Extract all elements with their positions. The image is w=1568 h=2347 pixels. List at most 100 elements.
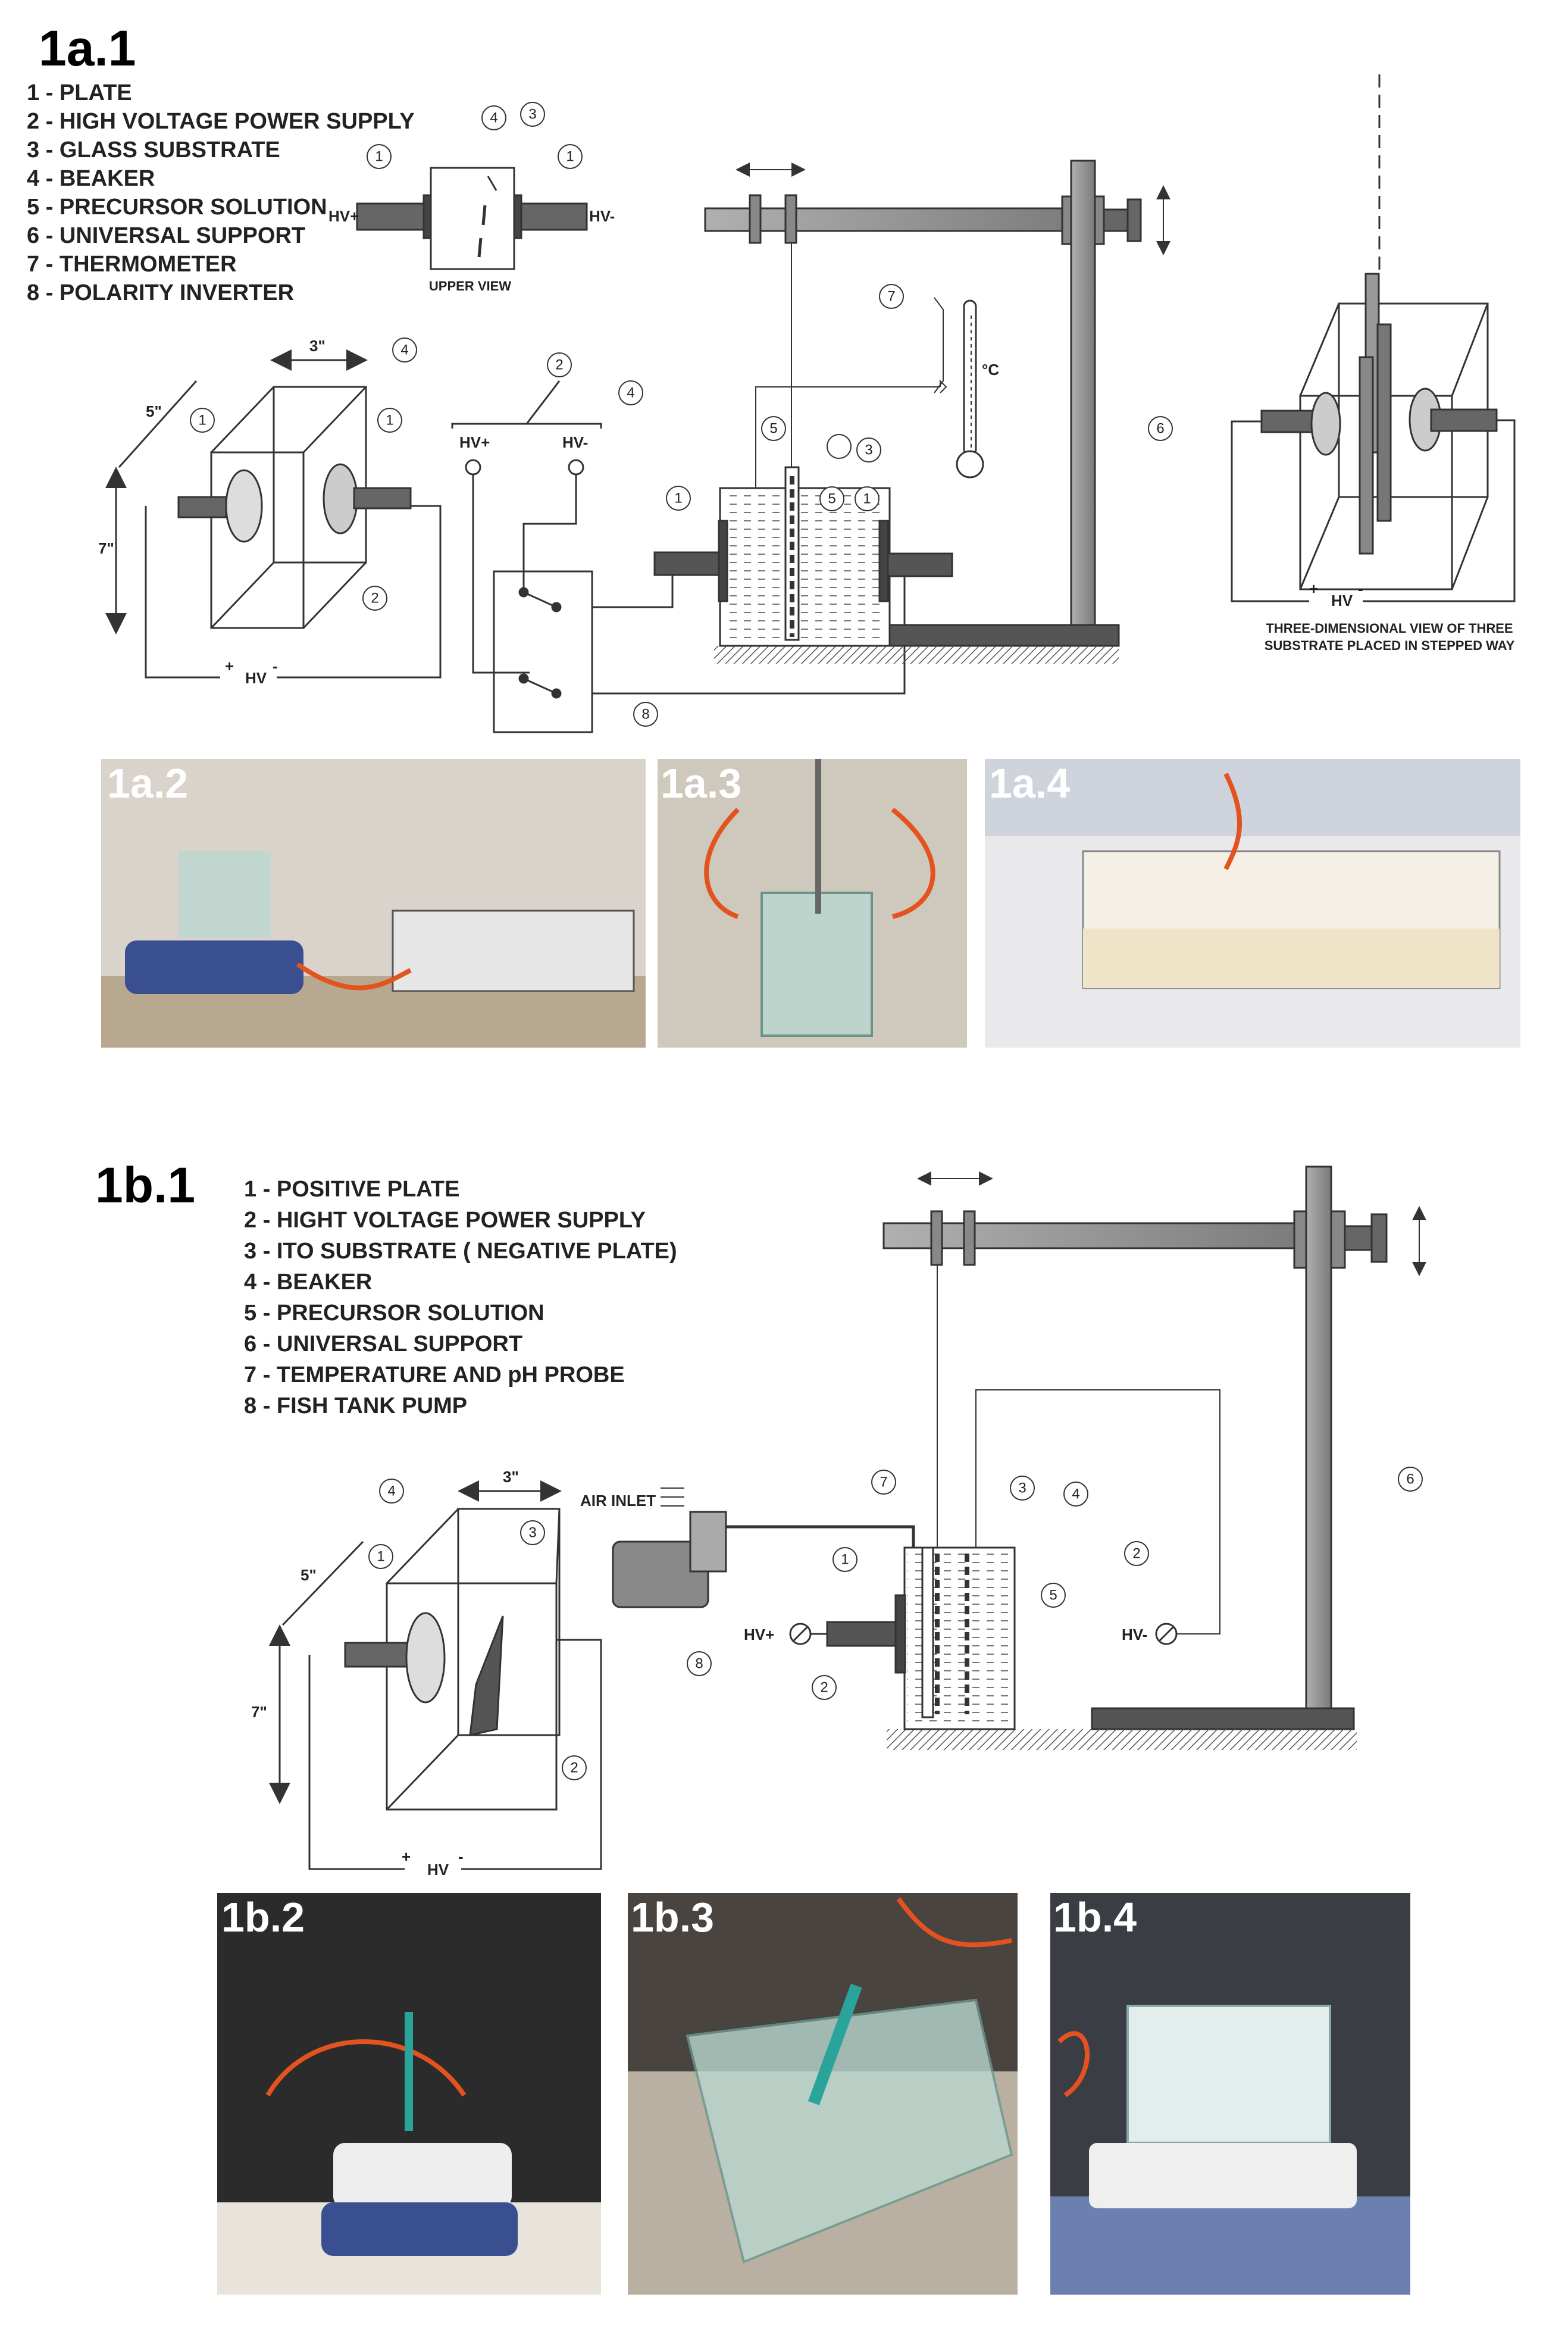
hv-minus-sign-1a: - [273, 657, 278, 675]
svg-text:6: 6 [1156, 421, 1164, 437]
callouts-1a [190, 102, 1173, 727]
svg-text:4: 4 [400, 342, 408, 358]
apparatus-1a [653, 160, 1170, 664]
svg-text:3: 3 [865, 442, 872, 458]
supply-hv-plus-1a: HV+ [459, 433, 490, 451]
photo-1b-2: 1b.2 [217, 1893, 601, 2295]
upper-view-diagram [356, 167, 588, 270]
apparatus-1b [826, 1165, 1426, 1750]
photo-1a-3: 1a.3 [658, 759, 967, 1048]
svg-text:3: 3 [528, 107, 536, 123]
svg-text:5: 5 [828, 491, 835, 507]
svg-text:1: 1 [375, 149, 383, 165]
svg-text:7: 7 [880, 1474, 887, 1490]
svg-text:3: 3 [1018, 1480, 1026, 1496]
section-1b-title: 1b.1 [95, 1157, 195, 1213]
supply-hv-plus-1b: HV+ [744, 1626, 774, 1643]
legend-1a-item-8: 8 - POLARITY INVERTER [27, 280, 294, 305]
svg-text:5: 5 [1049, 1587, 1057, 1604]
svg-text:1: 1 [566, 149, 574, 165]
photo-1b-3: 1b.3 [628, 1893, 1018, 2295]
svg-text:1: 1 [841, 1552, 849, 1568]
three-d-minus: - [1358, 580, 1363, 598]
callouts-1b [368, 1467, 1423, 1780]
legend-1b-item-1: 1 - POSITIVE PLATE [244, 1177, 459, 1202]
legend-1b-item-4: 4 - BEAKER [244, 1270, 372, 1295]
air-inlet-label: AIR INLET [580, 1492, 656, 1510]
svg-text:2: 2 [570, 1760, 578, 1776]
three-d-caption-line2: SUBSTRATE PLACED IN STEPPED WAY [1265, 638, 1515, 653]
svg-text:6: 6 [1406, 1471, 1414, 1487]
svg-text:2: 2 [371, 590, 378, 607]
photo-1b-2-label: 1b.2 [221, 1894, 305, 1940]
legend-1b-item-7: 7 - TEMPERATURE AND pH PROBE [244, 1362, 625, 1387]
legend-1b-item-5: 5 - PRECURSOR SOLUTION [244, 1301, 544, 1326]
supply-hv-minus-1a: HV- [562, 433, 588, 451]
photo-1b-3-label: 1b.3 [631, 1894, 714, 1940]
legend-1a-item-2: 2 - HIGH VOLTAGE POWER SUPPLY [27, 109, 415, 134]
photo-1a-2: 1a.2 [101, 759, 646, 1048]
dim-width-1a: 3" [309, 337, 326, 355]
hv-label-1b: HV [427, 1861, 449, 1879]
three-d-hv-label: HV [1331, 592, 1353, 610]
thermometer-unit: °C [982, 361, 999, 379]
photo-1b-4-label: 1b.4 [1053, 1894, 1137, 1940]
svg-text:1: 1 [863, 491, 871, 507]
svg-text:2: 2 [820, 1680, 828, 1696]
svg-text:4: 4 [627, 385, 634, 401]
hv-plus-sign-1a: + [225, 657, 234, 675]
svg-text:1: 1 [386, 412, 393, 429]
svg-text:7: 7 [887, 289, 895, 305]
legend-1b-item-3: 3 - ITO SUBSTRATE ( NEGATIVE PLATE) [244, 1239, 677, 1264]
section-1b: 1b.1 1 - POSITIVE PLATE 2 - HIGHT VOLTAG… [95, 1157, 1426, 2295]
legend-1b-item-6: 6 - UNIVERSAL SUPPORT [244, 1332, 522, 1357]
dim-height-1a: 7" [98, 539, 114, 557]
legend-1a-item-4: 4 - BEAKER [27, 166, 155, 191]
dim-depth-1b: 5" [301, 1566, 317, 1584]
svg-text:1: 1 [377, 1549, 384, 1565]
svg-text:3: 3 [528, 1525, 536, 1541]
three-d-plus: + [1309, 580, 1318, 598]
upper-view-hv-minus: HV- [589, 207, 615, 225]
polarity-inverter-diagram [451, 380, 906, 733]
dim-width-1b: 3" [503, 1468, 519, 1486]
photo-1b-4: 1b.4 [1050, 1893, 1410, 2295]
photo-1a-2-label: 1a.2 [107, 760, 188, 807]
section-1a-title: 1a.1 [39, 20, 136, 76]
hv-minus-sign-1b: - [458, 1848, 464, 1865]
svg-text:8: 8 [695, 1656, 703, 1672]
legend-1a-item-5: 5 - PRECURSOR SOLUTION [27, 195, 327, 220]
legend-1a-item-7: 7 - THERMOMETER [27, 252, 237, 277]
legend-1a-item-3: 3 - GLASS SUBSTRATE [27, 137, 280, 162]
hv-supply-terminals-1b [789, 1623, 1178, 1645]
legend-1a-item-1: 1 - PLATE [27, 80, 132, 105]
section-1a-legend: 1 - PLATE 2 - HIGH VOLTAGE POWER SUPPLY … [27, 80, 415, 305]
svg-text:1: 1 [198, 412, 206, 429]
dim-depth-1a: 5" [146, 402, 162, 420]
photo-1a-4: 1a.4 [985, 759, 1520, 1048]
legend-1b-item-8: 8 - FISH TANK PUMP [244, 1393, 467, 1418]
upper-view-caption: UPPER VIEW [429, 279, 511, 293]
svg-text:1: 1 [674, 490, 682, 507]
dim-height-1b: 7" [251, 1703, 267, 1721]
photo-1a-4-label: 1a.4 [989, 760, 1070, 807]
svg-text:8: 8 [641, 707, 649, 723]
svg-text:4: 4 [1072, 1486, 1079, 1502]
svg-text:2: 2 [1132, 1546, 1140, 1562]
section-1a: 1a.1 1 - PLATE 2 - HIGH VOLTAGE POWER SU… [27, 20, 1520, 1048]
box-3d-diagram-1a [105, 349, 442, 679]
supply-hv-minus-1b: HV- [1122, 1626, 1147, 1643]
svg-text:2: 2 [555, 357, 563, 373]
photo-1a-3-label: 1a.3 [661, 760, 741, 807]
three-d-caption-line1: THREE-DIMENSIONAL VIEW OF THREE [1266, 621, 1513, 636]
hv-label-1a: HV [245, 669, 267, 687]
section-1b-legend: 1 - POSITIVE PLATE 2 - HIGHT VOLTAGE POW… [244, 1177, 677, 1418]
legend-1a-item-6: 6 - UNIVERSAL SUPPORT [27, 223, 305, 248]
svg-text:4: 4 [490, 110, 497, 126]
fish-tank-pump [612, 1487, 915, 1608]
legend-1b-item-2: 2 - HIGHT VOLTAGE POWER SUPPLY [244, 1208, 646, 1233]
three-d-stepped-view [1231, 74, 1516, 602]
upper-view-hv-plus: HV+ [328, 207, 359, 225]
